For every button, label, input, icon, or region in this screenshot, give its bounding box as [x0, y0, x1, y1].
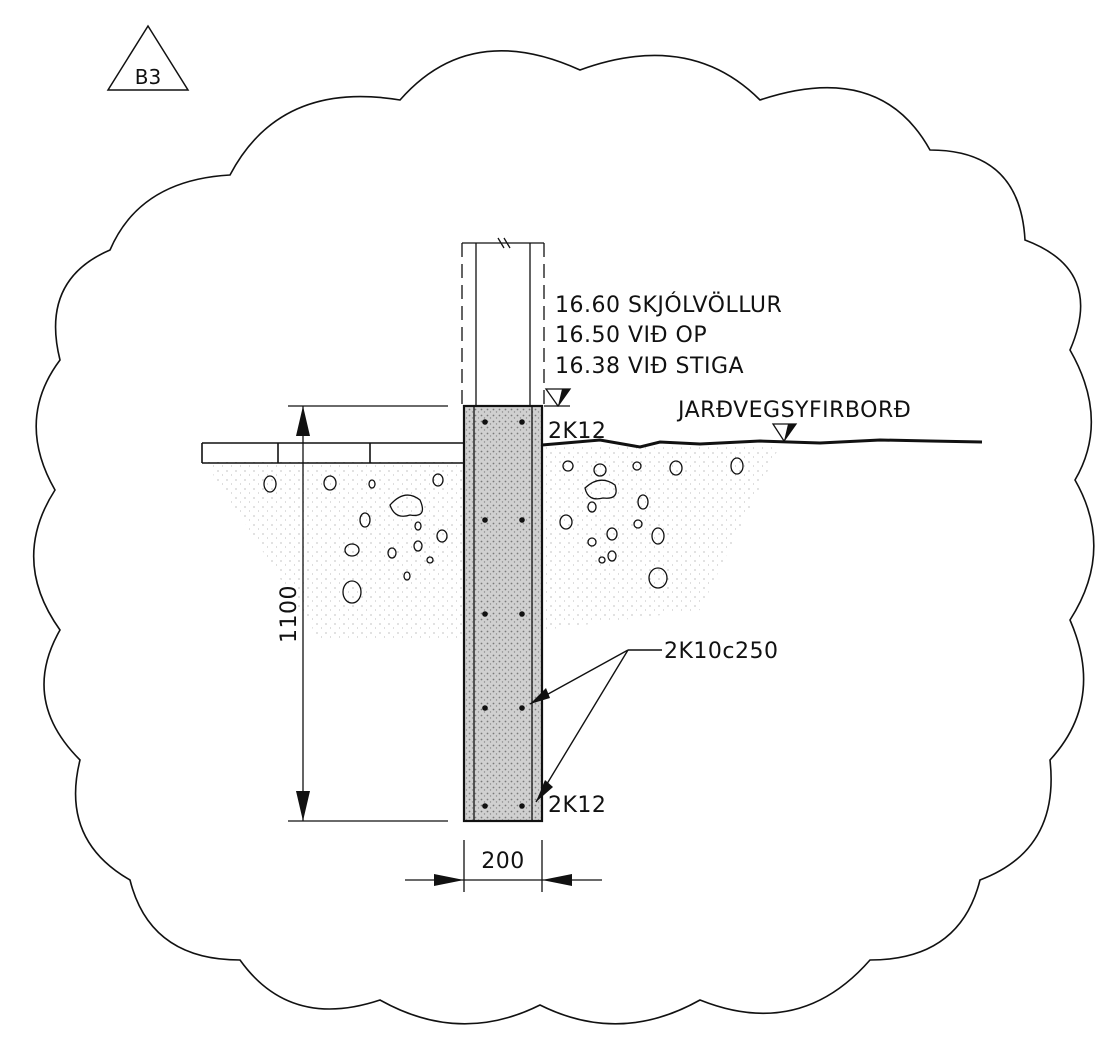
stirrup-arrow-1 [530, 688, 550, 704]
detail-tag-triangle [106, 24, 190, 91]
rebar-bottom-label: 2K12 [548, 793, 606, 818]
elevation-vid-op: 16.50 VIÐ OP [555, 323, 707, 348]
ground-surface-line [541, 438, 983, 449]
elevation-vid-stiga: 16.38 VIÐ STIGA [555, 354, 744, 379]
ground-surface-label: JARÐVEGSYFIRBORÐ [676, 398, 911, 423]
revision-cloud [32, 50, 1095, 1025]
foundation-wall [462, 404, 544, 823]
elevation-marker-ground-fill [784, 424, 796, 441]
dimension-width: 200 [481, 849, 525, 874]
soil-area-right [542, 445, 780, 630]
elevation-marker-top-fill [558, 389, 570, 406]
stirrup-arrow-2 [536, 780, 553, 802]
height-dimension [288, 405, 448, 822]
height-arrow-bottom [296, 791, 310, 821]
width-arrow-left [434, 874, 464, 886]
rebar-top-label: 2K12 [548, 419, 606, 444]
height-arrow-top [296, 406, 310, 436]
dimension-height: 1100 [277, 585, 302, 643]
paving-slab [201, 442, 466, 464]
elevation-skjolvollur: 16.60 SKJÓLVÖLLUR [555, 292, 782, 318]
soil-area [205, 462, 465, 640]
rebar-stirrup-label: 2K10c250 [664, 639, 779, 664]
rebar-dots [482, 419, 525, 809]
upper-wall [461, 237, 545, 406]
stirrup-leader [529, 649, 662, 803]
width-arrow-right [542, 874, 572, 886]
detail-tag: B3 [135, 65, 161, 89]
pebbles [263, 457, 744, 604]
